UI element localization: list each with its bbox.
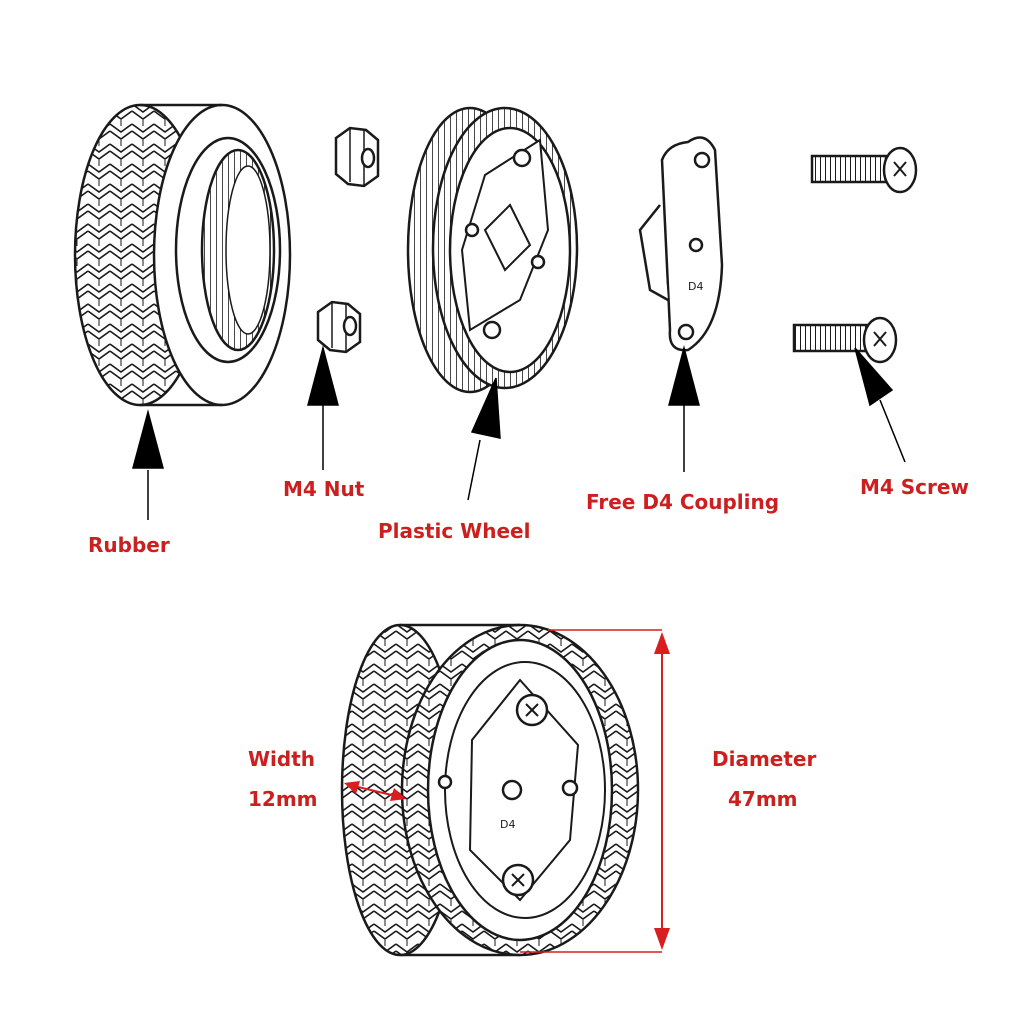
m4-screw-bottom-drawing <box>792 316 898 364</box>
rubber-label: Rubber <box>88 533 170 557</box>
diameter-value: 47mm <box>728 787 798 811</box>
dimension-labels: Width 12mm Diameter 47mm <box>248 747 816 811</box>
width-title: Width <box>248 747 315 771</box>
width-dimension <box>344 781 406 801</box>
plastic-wheel-drawing <box>406 106 579 394</box>
rubber-arrow <box>132 409 164 469</box>
m4-screw-label: M4 Screw <box>860 475 969 499</box>
m4-nut-bottom-drawing <box>316 300 362 354</box>
plastic-wheel-label: Plastic Wheel <box>378 519 530 543</box>
nut-arrow <box>307 345 339 406</box>
diameter-dimension <box>520 629 670 953</box>
m4-nut-top-drawing <box>334 126 380 188</box>
part-labels: Rubber M4 Nut Plastic Wheel Free D4 Coup… <box>88 475 969 557</box>
pointer-arrows <box>132 345 906 520</box>
m4-screw-top-drawing <box>810 146 918 194</box>
rubber-tire-drawing <box>73 103 292 407</box>
screw-arrow <box>854 347 894 407</box>
d4-coupling-drawing: D4 <box>638 136 724 352</box>
wheel-arrow <box>470 377 501 439</box>
width-value: 12mm <box>248 787 318 811</box>
coupling-marking: D4 <box>688 280 703 293</box>
coupling-arrow <box>668 345 700 406</box>
assembled-coupling-marking: D4 <box>500 818 515 831</box>
free-d4-coupling-label: Free D4 Coupling <box>586 490 779 514</box>
assembled-wheel-drawing: D4 <box>340 623 640 957</box>
diameter-title: Diameter <box>712 747 816 771</box>
m4-nut-label: M4 Nut <box>283 477 365 501</box>
